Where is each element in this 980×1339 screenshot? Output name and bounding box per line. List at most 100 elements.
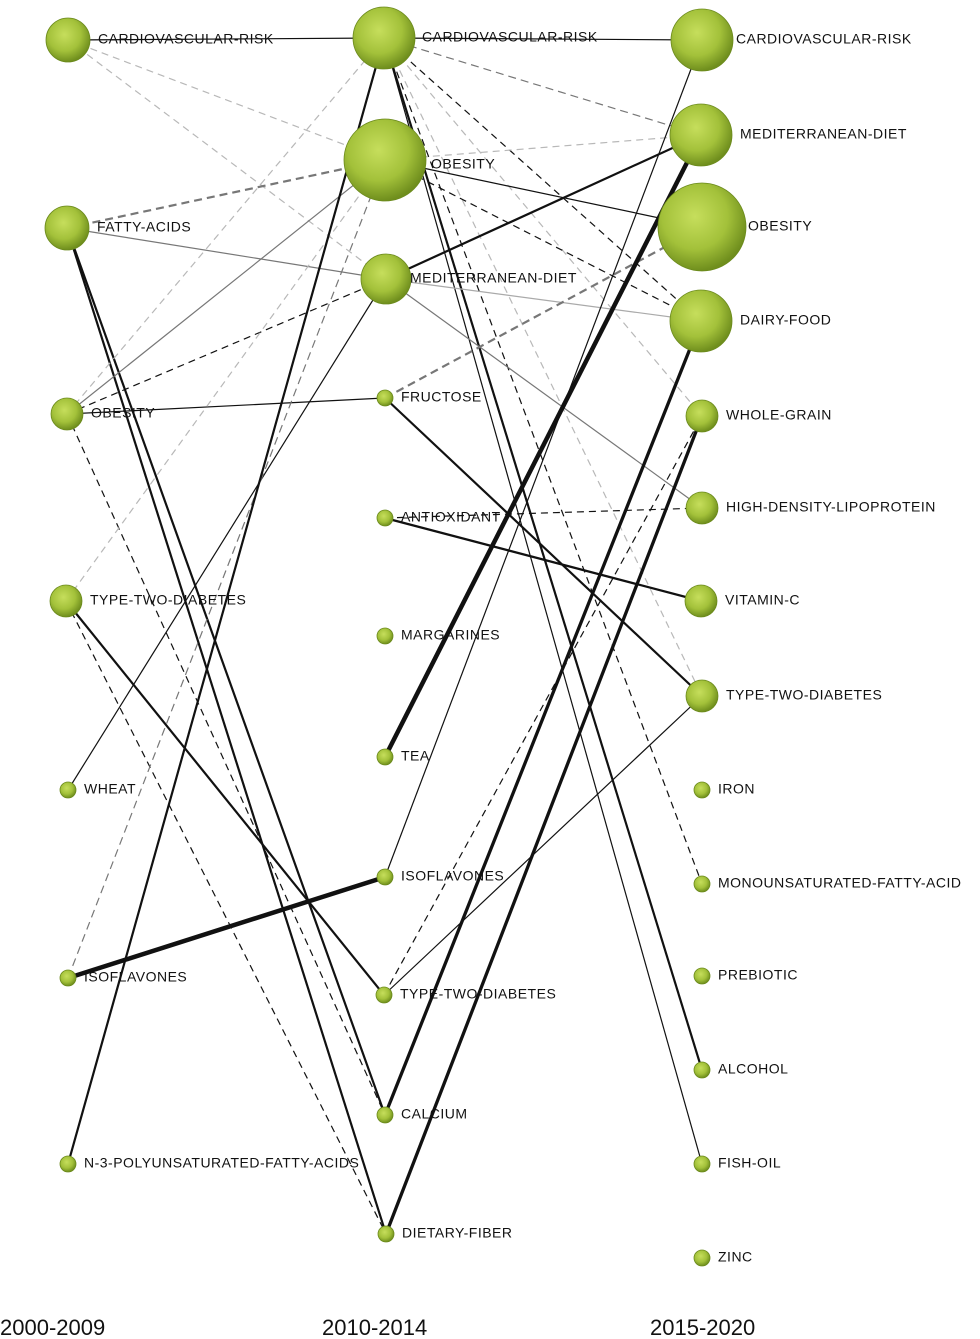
theme-node-a_ob[interactable] <box>50 397 84 431</box>
theme-label-b_tea: TEA <box>401 748 430 764</box>
theme-node-c_md[interactable] <box>669 103 733 167</box>
link-a_wh-to-b_md <box>67 278 387 791</box>
link-a_ob-to-b_md <box>66 278 387 415</box>
theme-node-b_cvr[interactable] <box>352 6 416 70</box>
theme-label-c_hdl: HIGH-DENSITY-LIPOPROTEIN <box>726 499 936 515</box>
theme-label-c_md: MEDITERRANEAN-DIET <box>740 126 907 142</box>
theme-node-c_alc[interactable] <box>693 1061 711 1079</box>
link-b_cvr-to-c_md <box>383 37 702 136</box>
theme-node-a_n3[interactable] <box>59 1155 77 1173</box>
theme-node-b_md[interactable] <box>360 253 412 305</box>
theme-node-c_pre[interactable] <box>693 967 711 985</box>
theme-label-c_t2d: TYPE-TWO-DIABETES <box>726 687 882 703</box>
theme-label-b_iso: ISOFLAVONES <box>401 868 504 884</box>
theme-node-a_t2d[interactable] <box>49 584 83 618</box>
theme-node-c_wg[interactable] <box>685 399 719 433</box>
theme-label-c_cvr: CARDIOVASCULAR-RISK <box>736 31 912 47</box>
theme-label-c_mufa: MONOUNSATURATED-FATTY-ACID <box>718 875 962 891</box>
theme-node-a_cvr[interactable] <box>45 17 91 63</box>
theme-label-b_fr: FRUCTOSE <box>401 389 482 405</box>
theme-node-c_ob[interactable] <box>657 182 747 272</box>
theme-label-a_t2d: TYPE-TWO-DIABETES <box>90 592 246 608</box>
theme-node-a_iso[interactable] <box>59 969 77 987</box>
period-label-2015-2020: 2015-2020 <box>650 1315 755 1339</box>
link-b_md-to-c_hdl <box>385 278 703 509</box>
theme-label-b_md: MEDITERRANEAN-DIET <box>410 270 577 286</box>
link-a_cvr-to-b_ob <box>67 39 386 161</box>
theme-label-c_alc: ALCOHOL <box>718 1061 788 1077</box>
link-b_ob-to-c_md <box>384 134 702 161</box>
theme-label-b_ca: CALCIUM <box>401 1106 468 1122</box>
period-label-2000-2009: 2000-2009 <box>0 1315 105 1339</box>
link-a_t2d-to-b_ob <box>65 159 386 602</box>
theme-label-b_mar: MARGARINES <box>401 627 500 643</box>
link-b_fr-to-c_ob <box>384 226 703 399</box>
nodes-layer <box>44 6 747 1267</box>
link-a_fa-to-b_df <box>65 227 388 1235</box>
link-b_ob-to-c_ob <box>384 159 703 228</box>
theme-label-b_df: DIETARY-FIBER <box>402 1225 513 1241</box>
theme-node-c_mufa[interactable] <box>693 875 711 893</box>
theme-label-c_wg: WHOLE-GRAIN <box>726 407 832 423</box>
link-a_ob-to-b_cvr <box>66 37 385 415</box>
theme-node-a_wh[interactable] <box>59 781 77 799</box>
theme-node-b_df[interactable] <box>377 1225 395 1243</box>
link-a_iso-to-b_ob <box>67 159 386 979</box>
theme-label-a_n3: N-3-POLYUNSATURATED-FATTY-ACIDS <box>84 1155 359 1171</box>
theme-label-b_t2d: TYPE-TWO-DIABETES <box>400 986 556 1002</box>
link-b_cvr-to-c_t2d <box>383 37 703 697</box>
period-labels: 2000-2009 2010-2014 2015-2020 <box>0 1315 755 1339</box>
theme-label-b_ob: OBESITY <box>431 156 495 172</box>
theme-label-c_fe: IRON <box>718 781 755 797</box>
theme-node-b_mar[interactable] <box>376 627 394 645</box>
theme-label-c_df: DAIRY-FOOD <box>740 312 831 328</box>
theme-node-c_vc[interactable] <box>684 584 718 618</box>
theme-node-c_cvr[interactable] <box>670 8 734 72</box>
theme-node-b_ant[interactable] <box>376 509 394 527</box>
link-a_ob-to-b_fr <box>66 397 386 415</box>
theme-label-a_cvr: CARDIOVASCULAR-RISK <box>98 31 274 47</box>
theme-node-a_fa[interactable] <box>44 205 90 251</box>
period-label-2010-2014: 2010-2014 <box>322 1315 427 1339</box>
theme-node-c_t2d[interactable] <box>685 679 719 713</box>
link-b_ant-to-c_vc <box>384 516 702 603</box>
link-b_ob-to-c_df <box>384 159 702 322</box>
link-a_cvr-to-b_cvr <box>67 37 385 41</box>
theme-node-c_df[interactable] <box>669 289 733 353</box>
theme-label-c_zn: ZINC <box>718 1249 753 1265</box>
link-a_ob-to-b_ob <box>66 159 386 415</box>
theme-label-c_ob: OBESITY <box>748 218 812 234</box>
theme-node-b_ca[interactable] <box>376 1106 394 1124</box>
link-b_md-to-c_df <box>385 278 702 322</box>
theme-node-b_t2d[interactable] <box>375 986 393 1004</box>
link-b_cvr-to-c_fo <box>383 37 703 1165</box>
theme-node-b_tea[interactable] <box>376 748 394 766</box>
link-b_t2d-to-c_t2d <box>383 695 703 996</box>
link-b_cvr-to-c_mufa <box>383 37 703 885</box>
link-a_ob-to-b_ca <box>66 413 386 1116</box>
labels-layer: CARDIOVASCULAR-RISKFATTY-ACIDSOBESITYTYP… <box>84 29 962 1265</box>
link-b_cvr-to-c_cvr <box>383 37 703 41</box>
theme-node-b_ob[interactable] <box>343 118 427 202</box>
link-b_cvr-to-c_alc <box>382 37 704 1071</box>
theme-label-b_ant: ANTIOXIDANT <box>401 509 501 525</box>
link-a_cvr-to-b_md <box>67 39 387 280</box>
link-a_fa-to-b_md <box>66 227 387 280</box>
links-layer <box>65 37 704 1235</box>
theme-node-c_fe[interactable] <box>693 781 711 799</box>
link-b_cvr-to-c_wg <box>383 37 703 417</box>
theme-label-a_iso: ISOFLAVONES <box>84 969 187 985</box>
theme-node-b_fr[interactable] <box>376 389 394 407</box>
link-a_fa-to-b_ca <box>65 227 387 1116</box>
link-b_df-to-c_wg <box>384 415 704 1235</box>
theme-node-b_iso[interactable] <box>376 868 394 886</box>
link-a_fa-to-b_ob <box>66 158 386 230</box>
theme-node-c_hdl[interactable] <box>685 491 719 525</box>
theme-label-a_wh: WHEAT <box>84 781 136 797</box>
theme-node-c_fo[interactable] <box>693 1155 711 1173</box>
link-b_fr-to-c_t2d <box>384 397 703 697</box>
link-a_n3-to-b_cvr <box>66 37 386 1165</box>
theme-label-c_vc: VITAMIN-C <box>725 592 800 608</box>
theme-node-c_zn[interactable] <box>693 1249 711 1267</box>
